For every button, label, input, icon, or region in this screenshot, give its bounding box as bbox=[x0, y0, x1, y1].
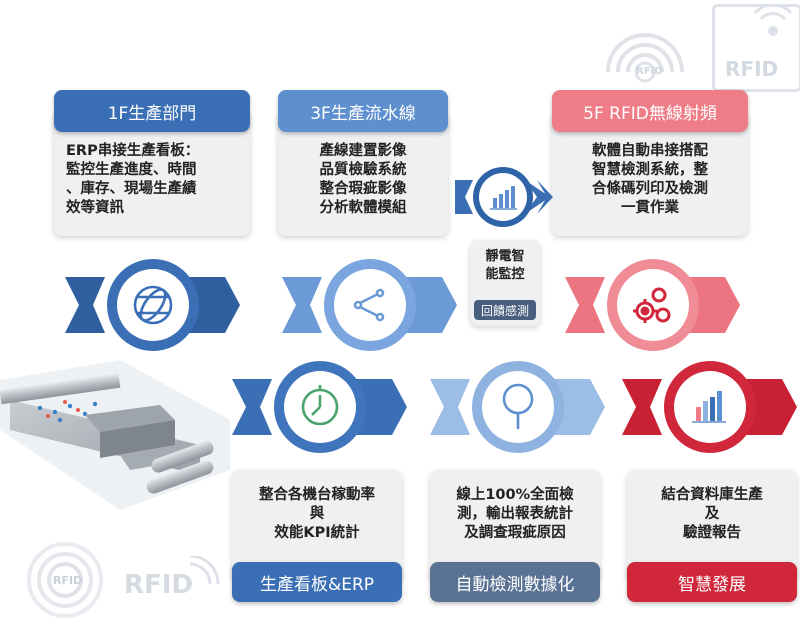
card-kpi-line: 與 bbox=[309, 506, 325, 522]
feedback-sensor-label: 回饋感測 bbox=[474, 300, 536, 320]
rfid-top-ring-watermark: RFID bbox=[600, 30, 690, 90]
rfid-card-watermark: RFID bbox=[712, 4, 800, 92]
card-smart-line: 驗證報告 bbox=[683, 525, 741, 541]
card-1f-line: ERP串接生產看板： bbox=[66, 143, 200, 159]
node-share bbox=[282, 255, 457, 355]
card-smart-line: 及 bbox=[704, 506, 720, 522]
static-monitor-text: 靜電智 能監控 bbox=[470, 248, 540, 284]
card-3f-text: 產線建置影像 品質檢驗系統 整合瑕疵影像 分析軟體模組 bbox=[278, 142, 448, 218]
card-5f-line: 軟體自動串接搭配 bbox=[592, 143, 708, 159]
card-kpi-line: 效能KPI統計 bbox=[274, 525, 360, 541]
card-inspection-text: 線上100%全面檢 測，輸出報表統計 及調查瑕疵原因 bbox=[430, 486, 600, 543]
card-inspection-line: 及調查瑕疵原因 bbox=[464, 525, 566, 541]
card-kpi-text: 整合各機台稼動率 與 效能KPI統計 bbox=[232, 486, 402, 543]
card-5f-line: 智慧檢測系統，整 bbox=[592, 162, 708, 178]
card-inspection-line: 測，輸出報表統計 bbox=[457, 506, 573, 522]
card-5f-line: 一貫作業 bbox=[621, 200, 679, 216]
rfid-logo-text: RFID bbox=[124, 570, 194, 600]
card-3f-line: 整合瑕疵影像 bbox=[319, 181, 407, 197]
card-5f-header: 5F RFID無線射頻 bbox=[552, 90, 748, 132]
card-smart-text: 結合資料庫生產 及 驗證報告 bbox=[627, 486, 797, 543]
card-1f-header: 1F生產部門 bbox=[54, 90, 250, 132]
rfid-top-ring-text: RFID bbox=[636, 66, 663, 77]
card-3f-line: 分析軟體模組 bbox=[319, 200, 407, 216]
card-3f-header: 3F生產流水線 bbox=[278, 90, 448, 132]
card-5f-text: 軟體自動串接搭配 智慧檢測系統，整 合條碼列印及檢測 一貫作業 bbox=[552, 142, 748, 218]
card-1f-line: 監控生產進度、時間 bbox=[66, 162, 197, 178]
card-1f-text: ERP串接生產看板： 監控生產進度、時間 、庫存、現場生產績 效等資訊 bbox=[66, 142, 246, 218]
rfid-ring-text: RFID bbox=[53, 574, 83, 587]
static-monitor-line: 能監控 bbox=[485, 267, 525, 282]
rfid-ring-watermark: RFID bbox=[20, 540, 110, 620]
mini-chart-node bbox=[455, 162, 555, 232]
conveyor-machine-image bbox=[0, 360, 230, 510]
node-clock bbox=[232, 357, 407, 457]
rfid-card-text: RFID bbox=[725, 57, 779, 81]
card-inspection-line: 線上100%全面檢 bbox=[456, 487, 574, 503]
small-bar-chart-icon bbox=[490, 186, 517, 210]
card-3f-line: 品質檢驗系統 bbox=[319, 162, 407, 178]
share-icon bbox=[353, 288, 385, 322]
card-5f-line: 合條碼列印及檢測 bbox=[592, 181, 708, 197]
node-bar-chart bbox=[622, 357, 797, 457]
bar-chart-icon bbox=[692, 391, 726, 423]
magnifier-icon bbox=[502, 383, 534, 429]
card-1f-line: 、庫存、現場生產績 bbox=[66, 181, 197, 197]
node-magnifier bbox=[430, 357, 605, 457]
globe-icon bbox=[133, 285, 173, 325]
gears-icon bbox=[633, 287, 671, 323]
card-kpi-line: 整合各機台稼動率 bbox=[259, 487, 375, 503]
card-smart-footer: 智慧發展 bbox=[627, 562, 797, 602]
card-kpi-footer: 生產看板&ERP bbox=[232, 562, 402, 602]
static-monitor-line: 靜電智 bbox=[485, 249, 525, 264]
card-inspection-footer: 自動檢測數據化 bbox=[430, 562, 600, 602]
card-smart-line: 結合資料庫生產 bbox=[661, 487, 763, 503]
rfid-logo-watermark: RFID bbox=[120, 556, 230, 606]
node-gears bbox=[565, 255, 740, 355]
card-3f-line: 產線建置影像 bbox=[319, 143, 407, 159]
node-globe bbox=[65, 255, 240, 355]
clock-icon bbox=[301, 385, 339, 426]
card-1f-line: 效等資訊 bbox=[66, 200, 124, 216]
